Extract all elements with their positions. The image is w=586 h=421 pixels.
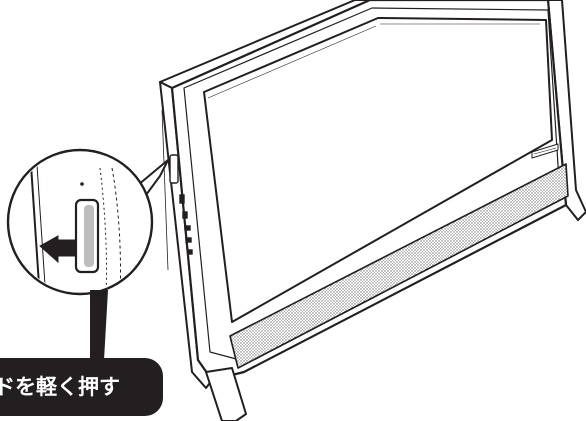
side-ports: [161, 109, 193, 271]
arrow-right-icon: [39, 235, 77, 264]
stand-front-leg: [205, 367, 247, 421]
instruction-label: ドを軽く押す: [0, 358, 163, 416]
brand-badge-icon: [531, 143, 559, 159]
monitor-body: [159, 0, 569, 389]
zoom-callout: [6, 148, 169, 360]
card-slot-button: [169, 154, 179, 184]
monitor-screen: [203, 17, 553, 323]
label-connector: [90, 290, 108, 360]
